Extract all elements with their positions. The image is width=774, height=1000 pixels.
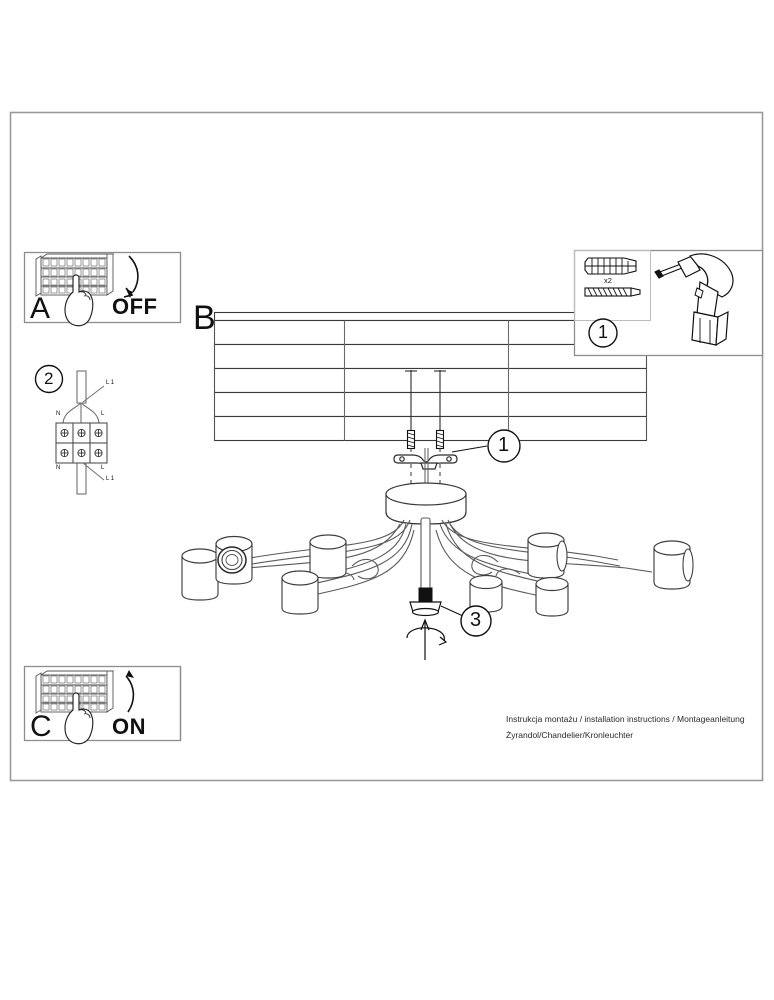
lamp-socket xyxy=(653,540,694,590)
arrow-down-icon-a xyxy=(123,255,139,298)
callout-3 xyxy=(460,605,492,637)
step1-parts-frame xyxy=(574,250,651,321)
terminal-block-icon xyxy=(55,370,108,495)
ceiling-screws-icon xyxy=(405,370,446,486)
terminal-label-n-bottom: N xyxy=(56,465,61,471)
terminal-label-l-bottom: L xyxy=(101,465,105,471)
callout-1-bracket-number: 1 xyxy=(498,434,510,456)
outer-frame xyxy=(9,111,764,782)
hand-pointing-icon-c xyxy=(64,692,94,745)
rotate-arrow-icon xyxy=(406,618,448,660)
lamp-socket xyxy=(527,532,568,579)
arrow-up-icon-c xyxy=(125,670,135,713)
lamp-socket xyxy=(181,548,219,601)
terminal-label-l-top: L xyxy=(101,411,105,417)
callout-3-leader xyxy=(440,605,464,617)
callout-2-number: 2 xyxy=(44,369,54,388)
panel-b-letter: B xyxy=(193,299,216,337)
callout-2 xyxy=(34,364,64,394)
callout-3-number: 3 xyxy=(470,609,482,631)
wire-label-l1-top: L 1 xyxy=(106,380,115,386)
callout-1-bracket-leader xyxy=(451,445,488,453)
panel-a-letter: A xyxy=(30,292,51,325)
wire-label-l1-bottom: L 1 xyxy=(106,476,115,482)
lamp-socket xyxy=(535,576,569,617)
caption-line-2: Żyrandol/Chandelier/Kronleuchter xyxy=(506,730,634,740)
callout-1-bracket xyxy=(487,429,521,463)
terminal-label-n-top: N xyxy=(56,411,61,417)
screw-icon xyxy=(584,287,641,297)
caption-line-1: Instrukcja montażu / installation instru… xyxy=(506,714,745,724)
lamp-socket xyxy=(215,535,253,585)
chandelier-icon xyxy=(181,448,694,617)
panel-c-letter: C xyxy=(30,710,52,743)
panel-c-action-label: ON xyxy=(112,714,146,739)
lamp-socket xyxy=(309,534,347,579)
cordless-drill-icon xyxy=(654,253,734,347)
lamp-socket xyxy=(281,570,319,615)
callout-1-drill xyxy=(588,318,618,348)
panel-a-action-label: OFF xyxy=(112,294,158,319)
wall-plug-icon xyxy=(584,257,637,275)
hand-pointing-icon-a xyxy=(64,274,94,327)
wall-plug-quantity-label: x2 xyxy=(604,276,612,285)
finial-nut-icon xyxy=(409,587,442,617)
callout-1-drill-number: 1 xyxy=(598,322,609,342)
